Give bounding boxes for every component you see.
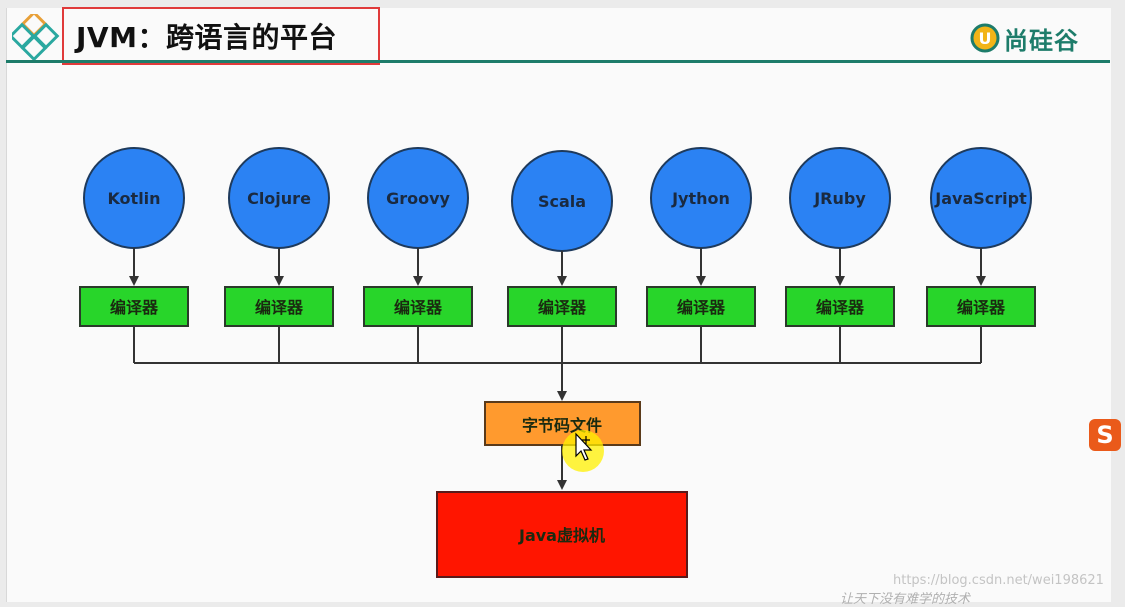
language-node: JRuby — [789, 147, 891, 249]
language-node: Kotlin — [83, 147, 185, 249]
watermark-url: https://blog.csdn.net/wei198621 — [893, 573, 1104, 588]
language-node: Clojure — [228, 147, 330, 249]
brand-name: 尚硅谷 — [1004, 26, 1079, 55]
brand-logo: U 尚硅谷 — [970, 18, 1079, 58]
language-node: Groovy — [367, 147, 469, 249]
compiler-box: 编译器 — [785, 286, 895, 327]
language-label: Groovy — [386, 189, 450, 208]
compiler-box: 编译器 — [224, 286, 334, 327]
compiler-label: 编译器 — [394, 298, 443, 317]
bytecode-box: 字节码文件 — [484, 401, 641, 446]
merge-connector — [133, 326, 982, 364]
compiler-label: 编译器 — [255, 298, 304, 317]
compiler-label: 编译器 — [110, 298, 159, 317]
diamond-logo-icon — [12, 14, 60, 62]
language-label: Scala — [538, 192, 586, 211]
compiler-box: 编译器 — [79, 286, 189, 327]
jvm-box: Java虚拟机 — [436, 491, 688, 578]
compiler-box: 编译器 — [646, 286, 756, 327]
title-box: JVM：跨语言的平台 — [62, 7, 380, 65]
language-node: Jython — [650, 147, 752, 249]
language-label: Clojure — [247, 189, 311, 208]
compiler-label: 编译器 — [677, 298, 726, 317]
compiler-label: 编译器 — [816, 298, 865, 317]
compiler-label: 编译器 — [957, 298, 1006, 317]
ime-s-icon[interactable]: S — [1089, 419, 1121, 451]
language-label: JavaScript — [934, 189, 1027, 208]
jvm-label: Java虚拟机 — [518, 526, 605, 545]
language-node: Scala — [511, 150, 613, 252]
brand-mark: U — [979, 29, 992, 48]
language-label: Kotlin — [107, 189, 160, 208]
language-node: JavaScript — [930, 147, 1032, 249]
compiler-box: 编译器 — [926, 286, 1036, 327]
language-label: Jython — [671, 189, 730, 208]
footer-scribble: 让天下没有难学的技术 — [840, 592, 971, 607]
language-label: JRuby — [813, 189, 866, 208]
compiler-box: 编译器 — [363, 286, 473, 327]
brand-u-icon: U — [970, 23, 1000, 53]
move-cursor-icon — [575, 432, 593, 461]
page-title: JVM：跨语言的平台 — [76, 21, 337, 54]
compiler-label: 编译器 — [538, 298, 587, 317]
header-divider — [6, 60, 1110, 63]
compiler-box: 编译器 — [507, 286, 617, 327]
